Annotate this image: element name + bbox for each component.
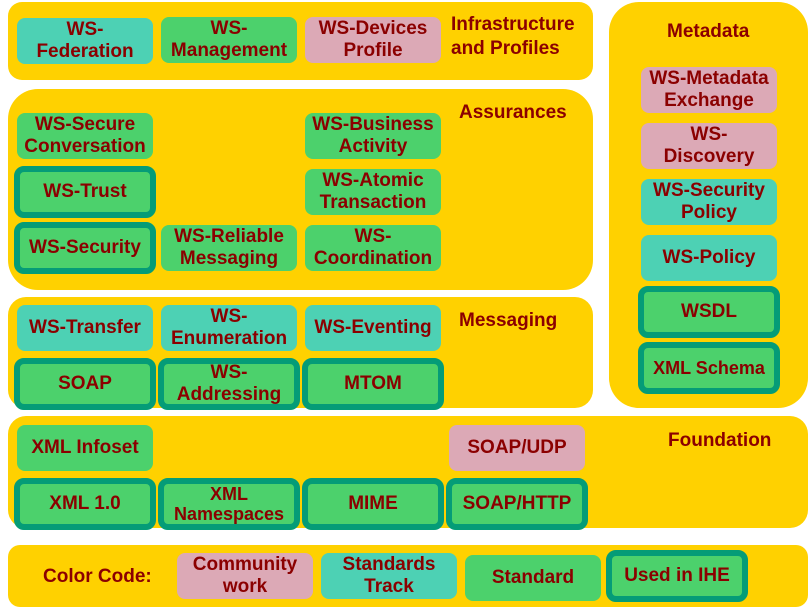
spec-mtom: MTOM bbox=[302, 358, 444, 410]
spec-xml-infoset: XML Infoset bbox=[17, 425, 153, 471]
spec-mime: MIME bbox=[302, 478, 444, 530]
spec-ws-security-policy: WS-Security Policy bbox=[641, 179, 777, 225]
legend-community-work: Community work bbox=[177, 553, 313, 599]
infrastructure-title: Infrastructure and Profiles bbox=[451, 14, 575, 59]
legend-standard: Standard bbox=[465, 555, 601, 601]
spec-ws-business-activity: WS-Business Activity bbox=[305, 113, 441, 159]
spec-ws-eventing: WS-Eventing bbox=[305, 305, 441, 351]
metadata-title: Metadata bbox=[667, 21, 750, 42]
spec-ws-enumeration: WS- Enumeration bbox=[161, 305, 297, 351]
spec-ws-transfer: WS-Transfer bbox=[17, 305, 153, 351]
spec-wsdl: WSDL bbox=[638, 286, 780, 338]
spec-ws-discovery: WS- Discovery bbox=[641, 123, 777, 169]
spec-ws-federation: WS- Federation bbox=[17, 18, 153, 64]
legend-used-in-ihe: Used in IHE bbox=[606, 550, 748, 602]
spec-ws-reliable-messaging: WS-Reliable Messaging bbox=[161, 225, 297, 271]
legend-standards-track: Standards Track bbox=[321, 553, 457, 599]
spec-xml-schema: XML Schema bbox=[638, 342, 780, 394]
spec-ws-trust: WS-Trust bbox=[14, 166, 156, 218]
legend-title: Color Code: bbox=[43, 566, 152, 587]
spec-ws-addressing: WS- Addressing bbox=[158, 358, 300, 410]
assurances-title: Assurances bbox=[459, 102, 567, 123]
foundation-title: Foundation bbox=[668, 430, 772, 451]
spec-ws-secure-conversation: WS-Secure Conversation bbox=[17, 113, 153, 159]
spec-ws-metadata-exchange: WS-Metadata Exchange bbox=[641, 67, 777, 113]
spec-ws-policy: WS-Policy bbox=[641, 235, 777, 281]
spec-ws-coordination: WS- Coordination bbox=[305, 225, 441, 271]
messaging-title: Messaging bbox=[459, 310, 558, 331]
spec-soap-udp: SOAP/UDP bbox=[449, 425, 585, 471]
spec-soap: SOAP bbox=[14, 358, 156, 410]
spec-ws-atomic-transaction: WS-Atomic Transaction bbox=[305, 169, 441, 215]
spec-ws-management: WS- Management bbox=[161, 17, 297, 63]
spec-ws-security: WS-Security bbox=[14, 222, 156, 274]
spec-xml-1-0: XML 1.0 bbox=[14, 478, 156, 530]
spec-soap-http: SOAP/HTTP bbox=[446, 478, 588, 530]
spec-xml-namespaces: XML Namespaces bbox=[158, 478, 300, 530]
spec-ws-devices-profile: WS-Devices Profile bbox=[305, 17, 441, 63]
